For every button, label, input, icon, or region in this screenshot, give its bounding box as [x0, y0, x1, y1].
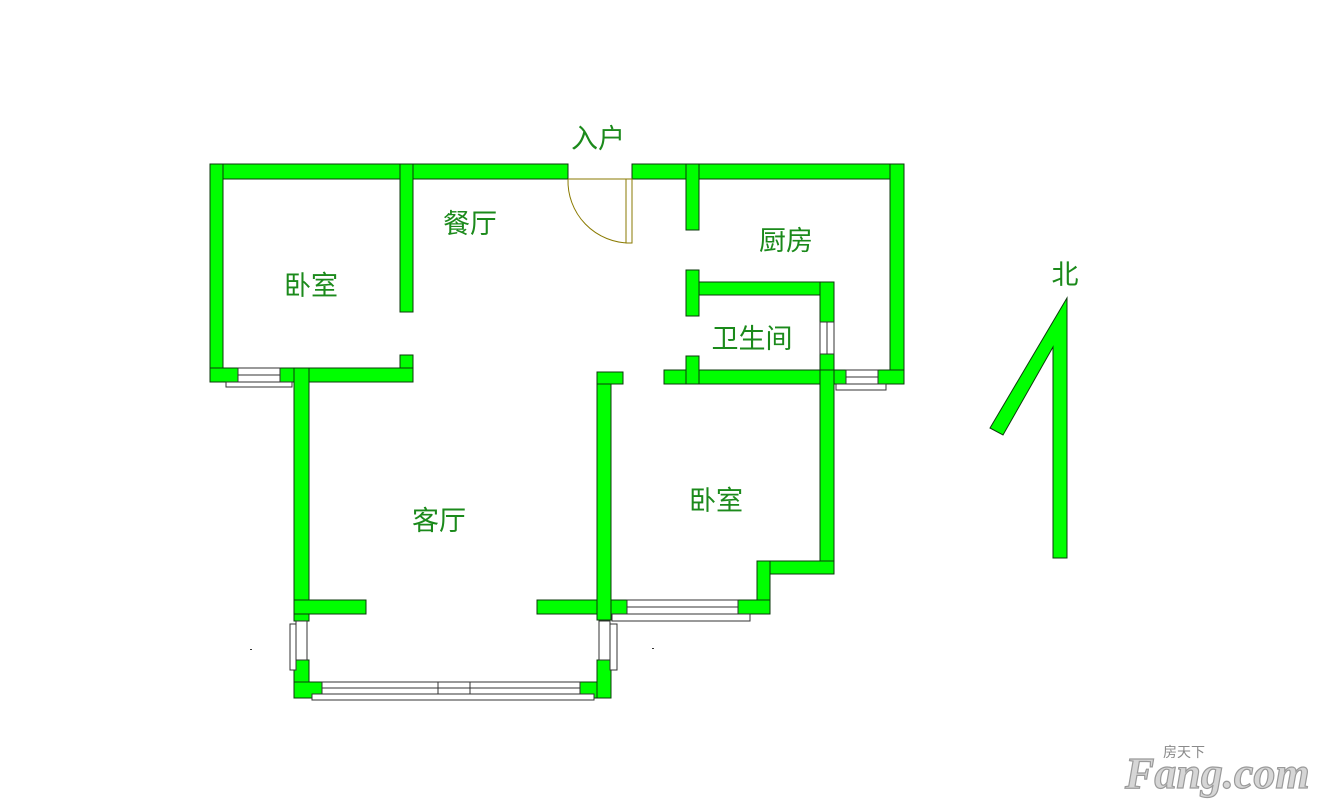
room-label-bedroom-left: 卧室 [284, 271, 338, 302]
wall-bedroom-dining-upper [399, 163, 414, 313]
wall-left-bedroom [209, 163, 224, 383]
wall-bedroom-right [819, 369, 835, 575]
window-living-right [598, 620, 618, 671]
wall-bath-right [819, 281, 835, 323]
wall-living-stub-right [536, 599, 628, 615]
entrance-label: 入户 [571, 124, 625, 155]
room-label-kitchen: 厨房 [759, 226, 813, 257]
wall-living-right-low [596, 659, 612, 699]
entrance-door [567, 178, 633, 244]
room-label-bathroom: 卫生间 [712, 324, 793, 355]
window-living-left [289, 620, 308, 671]
wall-bedroom-bottom-a [209, 367, 239, 383]
wall-bedroom-bottom-right [737, 599, 771, 615]
window-bedroom-left [225, 367, 293, 388]
wall-bath-left-b [685, 355, 700, 385]
window-bath [819, 321, 835, 355]
north-label: 北 [1052, 260, 1079, 291]
wall-kitchen-bottom-b [877, 369, 905, 385]
room-label-living: 客厅 [412, 506, 466, 537]
room-label-dining: 餐厅 [443, 209, 497, 240]
wall-living-bedroom-top [596, 371, 624, 385]
wall-bath-left-a [685, 269, 700, 317]
wall-right-kitchen [889, 163, 905, 385]
windows [225, 321, 887, 701]
wall-top-left [209, 163, 569, 180]
room-label-bedroom-right: 卧室 [689, 486, 743, 517]
wall-top-right [631, 163, 905, 180]
wall-living-left [293, 367, 310, 622]
window-bedroom-right [611, 599, 751, 622]
wall-kitchen-stub [685, 163, 700, 231]
window-kitchen [835, 369, 887, 391]
north-arrow-icon [989, 296, 1068, 559]
wall-living-stub-left [293, 599, 367, 615]
watermark-logo: 房天下 Fang.com [1123, 745, 1310, 799]
watermark-main: Fang.com [1124, 749, 1310, 798]
wall-bath-top [685, 281, 835, 296]
wall-living-bedroom [596, 371, 612, 621]
window-living-bottom [311, 681, 595, 701]
watermark-sub: 房天下 [1163, 745, 1205, 761]
